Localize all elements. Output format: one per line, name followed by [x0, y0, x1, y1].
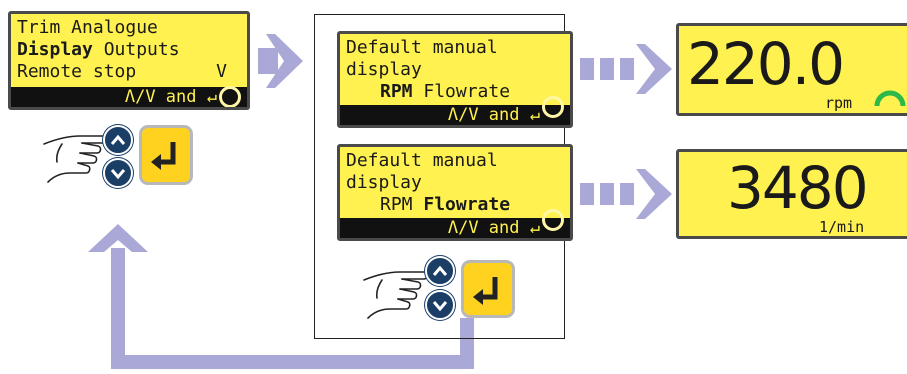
- option-rpm-selected: RPM: [380, 81, 413, 102]
- hand-pointer-icon: [43, 135, 108, 183]
- menu-selected-option: Display: [17, 39, 93, 60]
- scroll-down-indicator: V: [216, 61, 227, 82]
- enter-glyph-icon: ↵: [529, 105, 540, 125]
- down-arrow-button-icon: [432, 301, 448, 312]
- enter-button[interactable]: [461, 260, 515, 318]
- up-button[interactable]: [425, 256, 455, 286]
- flow-nav-hint: Λ/V and ↵: [340, 218, 570, 238]
- option-rpm: RPM: [380, 194, 413, 215]
- screen-flow-options: RPM Flowrate: [380, 195, 510, 215]
- enter-glyph-icon: ↵: [529, 218, 540, 238]
- down-arrow-button-icon: [110, 169, 126, 180]
- status-ring-icon: [219, 86, 241, 107]
- screen-rpm-line-1: Default manual: [346, 37, 498, 58]
- menu-lcd-screen: Trim Analogue Display Outputs Remote sto…: [8, 11, 250, 110]
- option-flowrate: Flowrate: [423, 81, 511, 102]
- screen-rpm-options: RPM Flowrate: [380, 82, 510, 102]
- enter-glyph-icon: ↵: [206, 87, 217, 107]
- flow-lcd-screen: Default manual display RPM Flowrate Λ/V …: [337, 144, 573, 241]
- flow-unit: 1/min: [819, 218, 865, 236]
- status-ring-icon: [542, 209, 564, 231]
- flow-main-display: 3480 1/min: [676, 149, 907, 239]
- down-button[interactable]: [103, 158, 133, 188]
- menu-line-1: Trim Analogue: [17, 17, 158, 38]
- rpm-nav-hint: Λ/V and ↵: [340, 105, 570, 125]
- menu-option-outputs: Outputs: [92, 39, 180, 60]
- hand-pointer-icon: [363, 271, 428, 319]
- up-arrow-button-icon: [110, 134, 126, 145]
- rpm-lcd-screen: Default manual display RPM Flowrate Λ/V …: [337, 31, 573, 128]
- up-button[interactable]: [103, 125, 133, 155]
- speed-indicator-icon: [874, 90, 906, 107]
- option-flowrate-selected: Flowrate: [423, 194, 511, 215]
- up-arrow-button-icon: [432, 265, 448, 276]
- menu-line-3: Remote stop V: [17, 62, 227, 82]
- down-button[interactable]: [425, 290, 455, 320]
- status-ring-icon: [542, 96, 564, 118]
- screen-rpm-line-2: display: [346, 59, 422, 80]
- screen-flow-line-1: Default manual: [346, 150, 498, 171]
- menu-nav-hint: Λ/V and ↵: [11, 87, 247, 107]
- menu-option-remote-stop: Remote stop: [17, 61, 137, 82]
- screen-flow-line-2: display: [346, 172, 422, 193]
- flow-value: 3480: [727, 154, 869, 222]
- rpm-value: 220.0: [687, 30, 845, 98]
- status-ring-icon: [679, 152, 703, 176]
- rpm-main-display: 220.0 rpm: [676, 23, 907, 116]
- rpm-unit: rpm: [825, 94, 853, 112]
- enter-key-icon: [151, 142, 176, 170]
- enter-button[interactable]: [139, 125, 193, 185]
- menu-line-2: Display Outputs: [17, 40, 180, 60]
- enter-key-icon: [473, 277, 498, 305]
